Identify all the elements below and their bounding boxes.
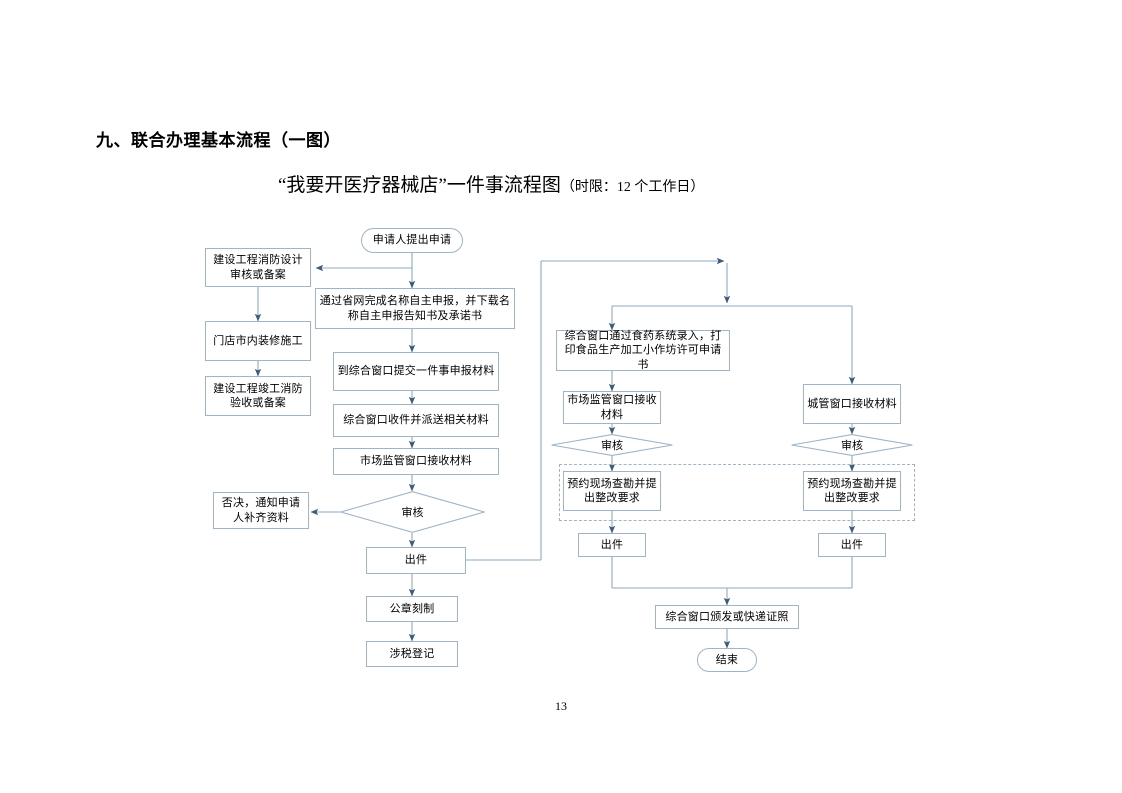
diamond-shape: [551, 434, 673, 456]
node-review-left-label: 审核: [401, 507, 424, 519]
node-site-survey-right[interactable]: 预约现场查勘并提出整改要求: [803, 471, 901, 511]
chart-title: “我要开医疗器械店”一件事流程图（时限：12 个工作日）: [278, 170, 704, 197]
node-chengguan-window-receive[interactable]: 城管窗口接收材料: [803, 384, 901, 424]
page-number: 13: [555, 699, 567, 713]
node-issue-mid[interactable]: 出件: [578, 533, 646, 557]
node-market-window-receive[interactable]: 市场监管窗口接收材料: [333, 448, 499, 475]
node-review-mid-label: 审核: [601, 440, 623, 452]
node-start[interactable]: 申请人提出申请: [361, 228, 463, 253]
node-window-receive-dispatch[interactable]: 综合窗口收件并派送相关材料: [333, 404, 499, 437]
node-review-right[interactable]: 审核: [791, 434, 913, 456]
node-fire-design-review[interactable]: 建设工程消防设计审核或备案: [205, 248, 311, 287]
node-issue-left[interactable]: 出件: [366, 547, 466, 574]
node-fire-acceptance[interactable]: 建设工程竣工消防验收或备案: [205, 376, 311, 416]
diamond-shape: [791, 434, 913, 456]
node-submit-to-window[interactable]: 到综合窗口提交一件事申报材料: [333, 352, 499, 391]
chart-title-main: “我要开医疗器械店”一件事流程图: [278, 175, 561, 196]
node-province-net-name-registration[interactable]: 通过省网完成名称自主申报，并下载名称自主申报告知书及承诺书: [315, 288, 515, 329]
node-review-left[interactable]: 审核: [340, 491, 485, 533]
chart-title-time-limit: （时限：12 个工作日）: [560, 180, 705, 195]
node-reject-notice[interactable]: 否决，通知申请人补齐资料: [213, 492, 309, 529]
node-end[interactable]: 结束: [697, 648, 757, 672]
node-review-right-label: 审核: [841, 440, 863, 452]
node-store-decoration[interactable]: 门店市内装修施工: [205, 321, 311, 361]
node-site-survey-mid[interactable]: 预约现场查勘并提出整改要求: [563, 471, 661, 511]
node-tax-registration[interactable]: 涉税登记: [366, 641, 458, 667]
diamond-shape: [340, 491, 485, 533]
node-food-drug-system-entry[interactable]: 综合窗口通过食药系统录入，打印食品生产加工小作坊许可申请书: [556, 330, 730, 371]
node-deliver-license[interactable]: 综合窗口颁发或快递证照: [655, 605, 799, 629]
node-market-window-receive-2[interactable]: 市场监管窗口接收材料: [563, 391, 661, 424]
section-heading: 九、联合办理基本流程（一图）: [96, 131, 341, 150]
site-survey-group-dashed-box: [559, 464, 915, 521]
node-seal-engraving[interactable]: 公章刻制: [366, 596, 458, 622]
node-issue-right[interactable]: 出件: [818, 533, 886, 557]
node-review-mid[interactable]: 审核: [551, 434, 673, 456]
